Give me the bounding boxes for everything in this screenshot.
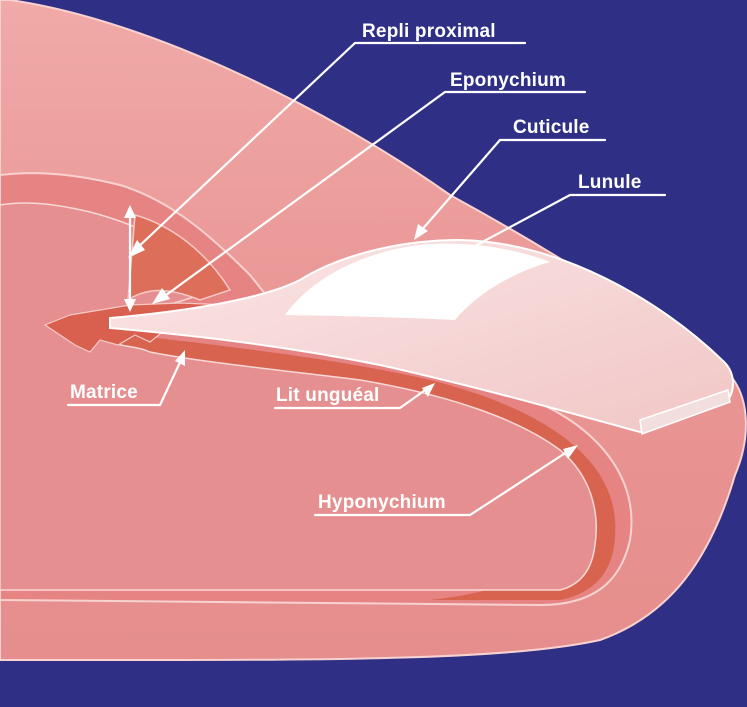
label-lit-ungueal: Lit unguéal <box>276 385 380 406</box>
label-cuticule: Cuticule <box>513 117 590 138</box>
label-hyponychium: Hyponychium <box>318 492 446 513</box>
label-matrice: Matrice <box>70 382 138 403</box>
label-lunule: Lunule <box>578 172 641 193</box>
label-repli-proximal: Repli proximal <box>362 21 496 42</box>
label-eponychium: Eponychium <box>450 70 566 91</box>
